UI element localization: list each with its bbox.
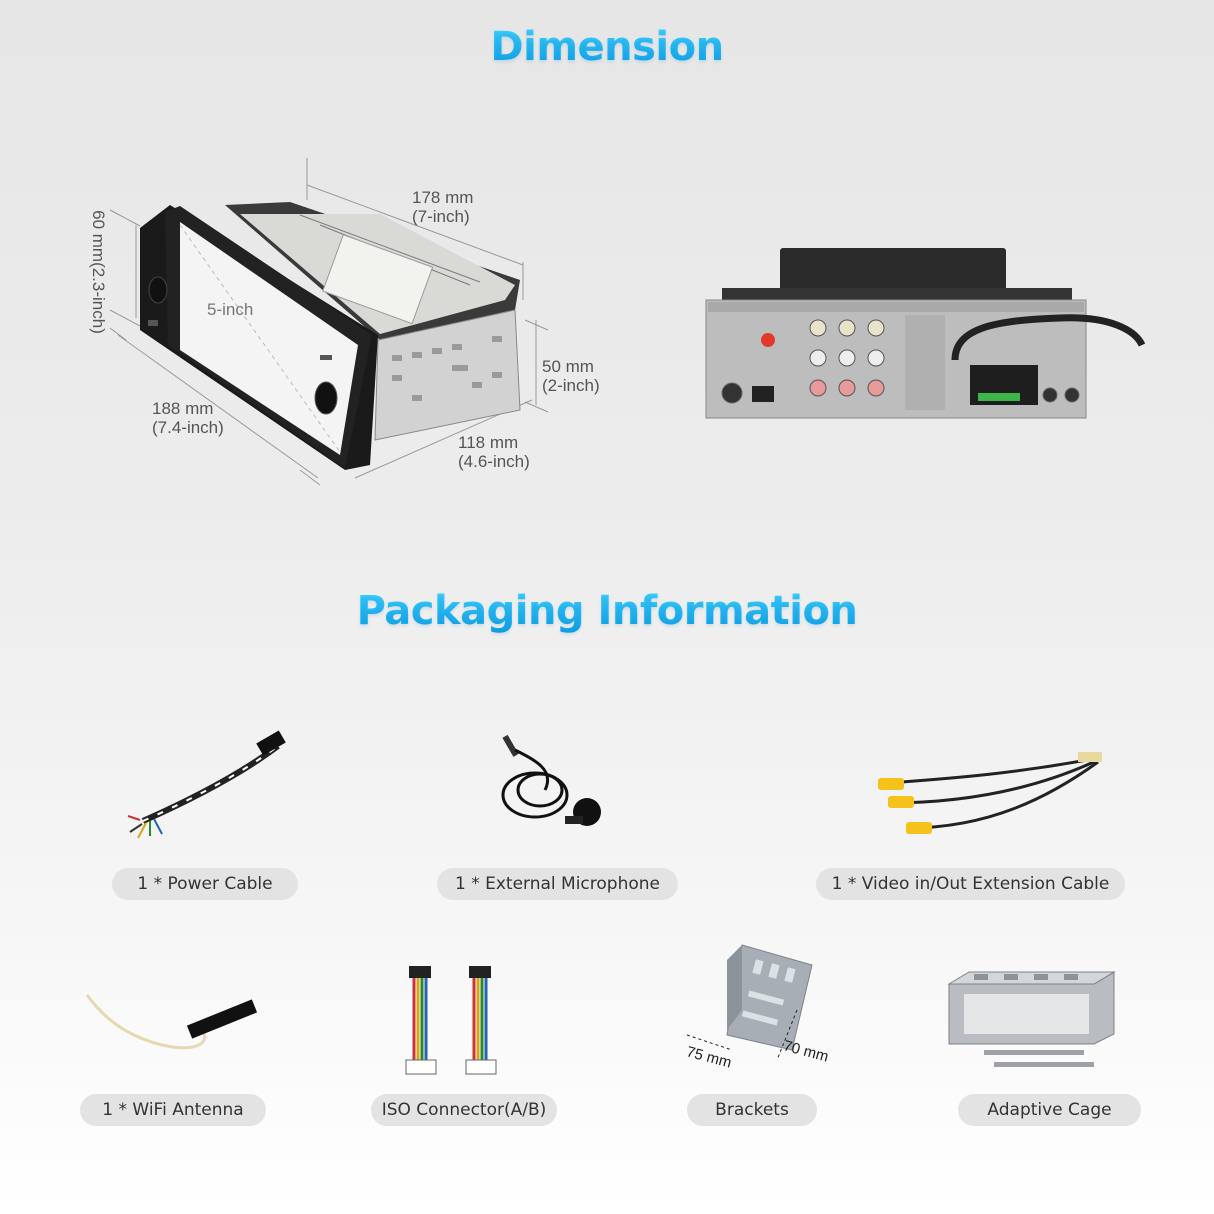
screen-size-label: 5-inch (207, 300, 254, 319)
body-height-label: 50 mm(2-inch) (542, 357, 600, 395)
microphone-image (501, 734, 601, 826)
power-cable-label: 1 * Power Cable (112, 868, 298, 900)
head-unit-image (109, 158, 549, 486)
brackets-image (686, 944, 813, 1061)
packaging-title: Packaging Information (0, 588, 1214, 634)
video-cable-image (878, 752, 1102, 834)
head-unit-rear-image (705, 248, 1146, 419)
iso-connector-label: ISO Connector(A/B) (371, 1094, 557, 1126)
video-cable-label: 1 * Video in/Out Extension Cable (816, 868, 1125, 900)
brackets-label: Brackets (687, 1094, 817, 1126)
microphone-label: 1 * External Microphone (437, 868, 678, 900)
adaptive-cage-label: Adaptive Cage (958, 1094, 1141, 1126)
power-cable-image (127, 730, 286, 839)
wifi-antenna-label: 1 * WiFi Antenna (80, 1094, 266, 1126)
wifi-antenna-image (85, 994, 258, 1050)
adaptive-cage-image (947, 971, 1116, 1067)
dimension-title: Dimension (0, 24, 1214, 70)
depth-label: 178 mm(7-inch) (412, 188, 474, 226)
iso-connector-image (405, 966, 497, 1075)
width-label: 188 mm(7.4-inch) (152, 399, 224, 437)
body-width-label: 118 mm(4.6-inch) (458, 433, 530, 471)
